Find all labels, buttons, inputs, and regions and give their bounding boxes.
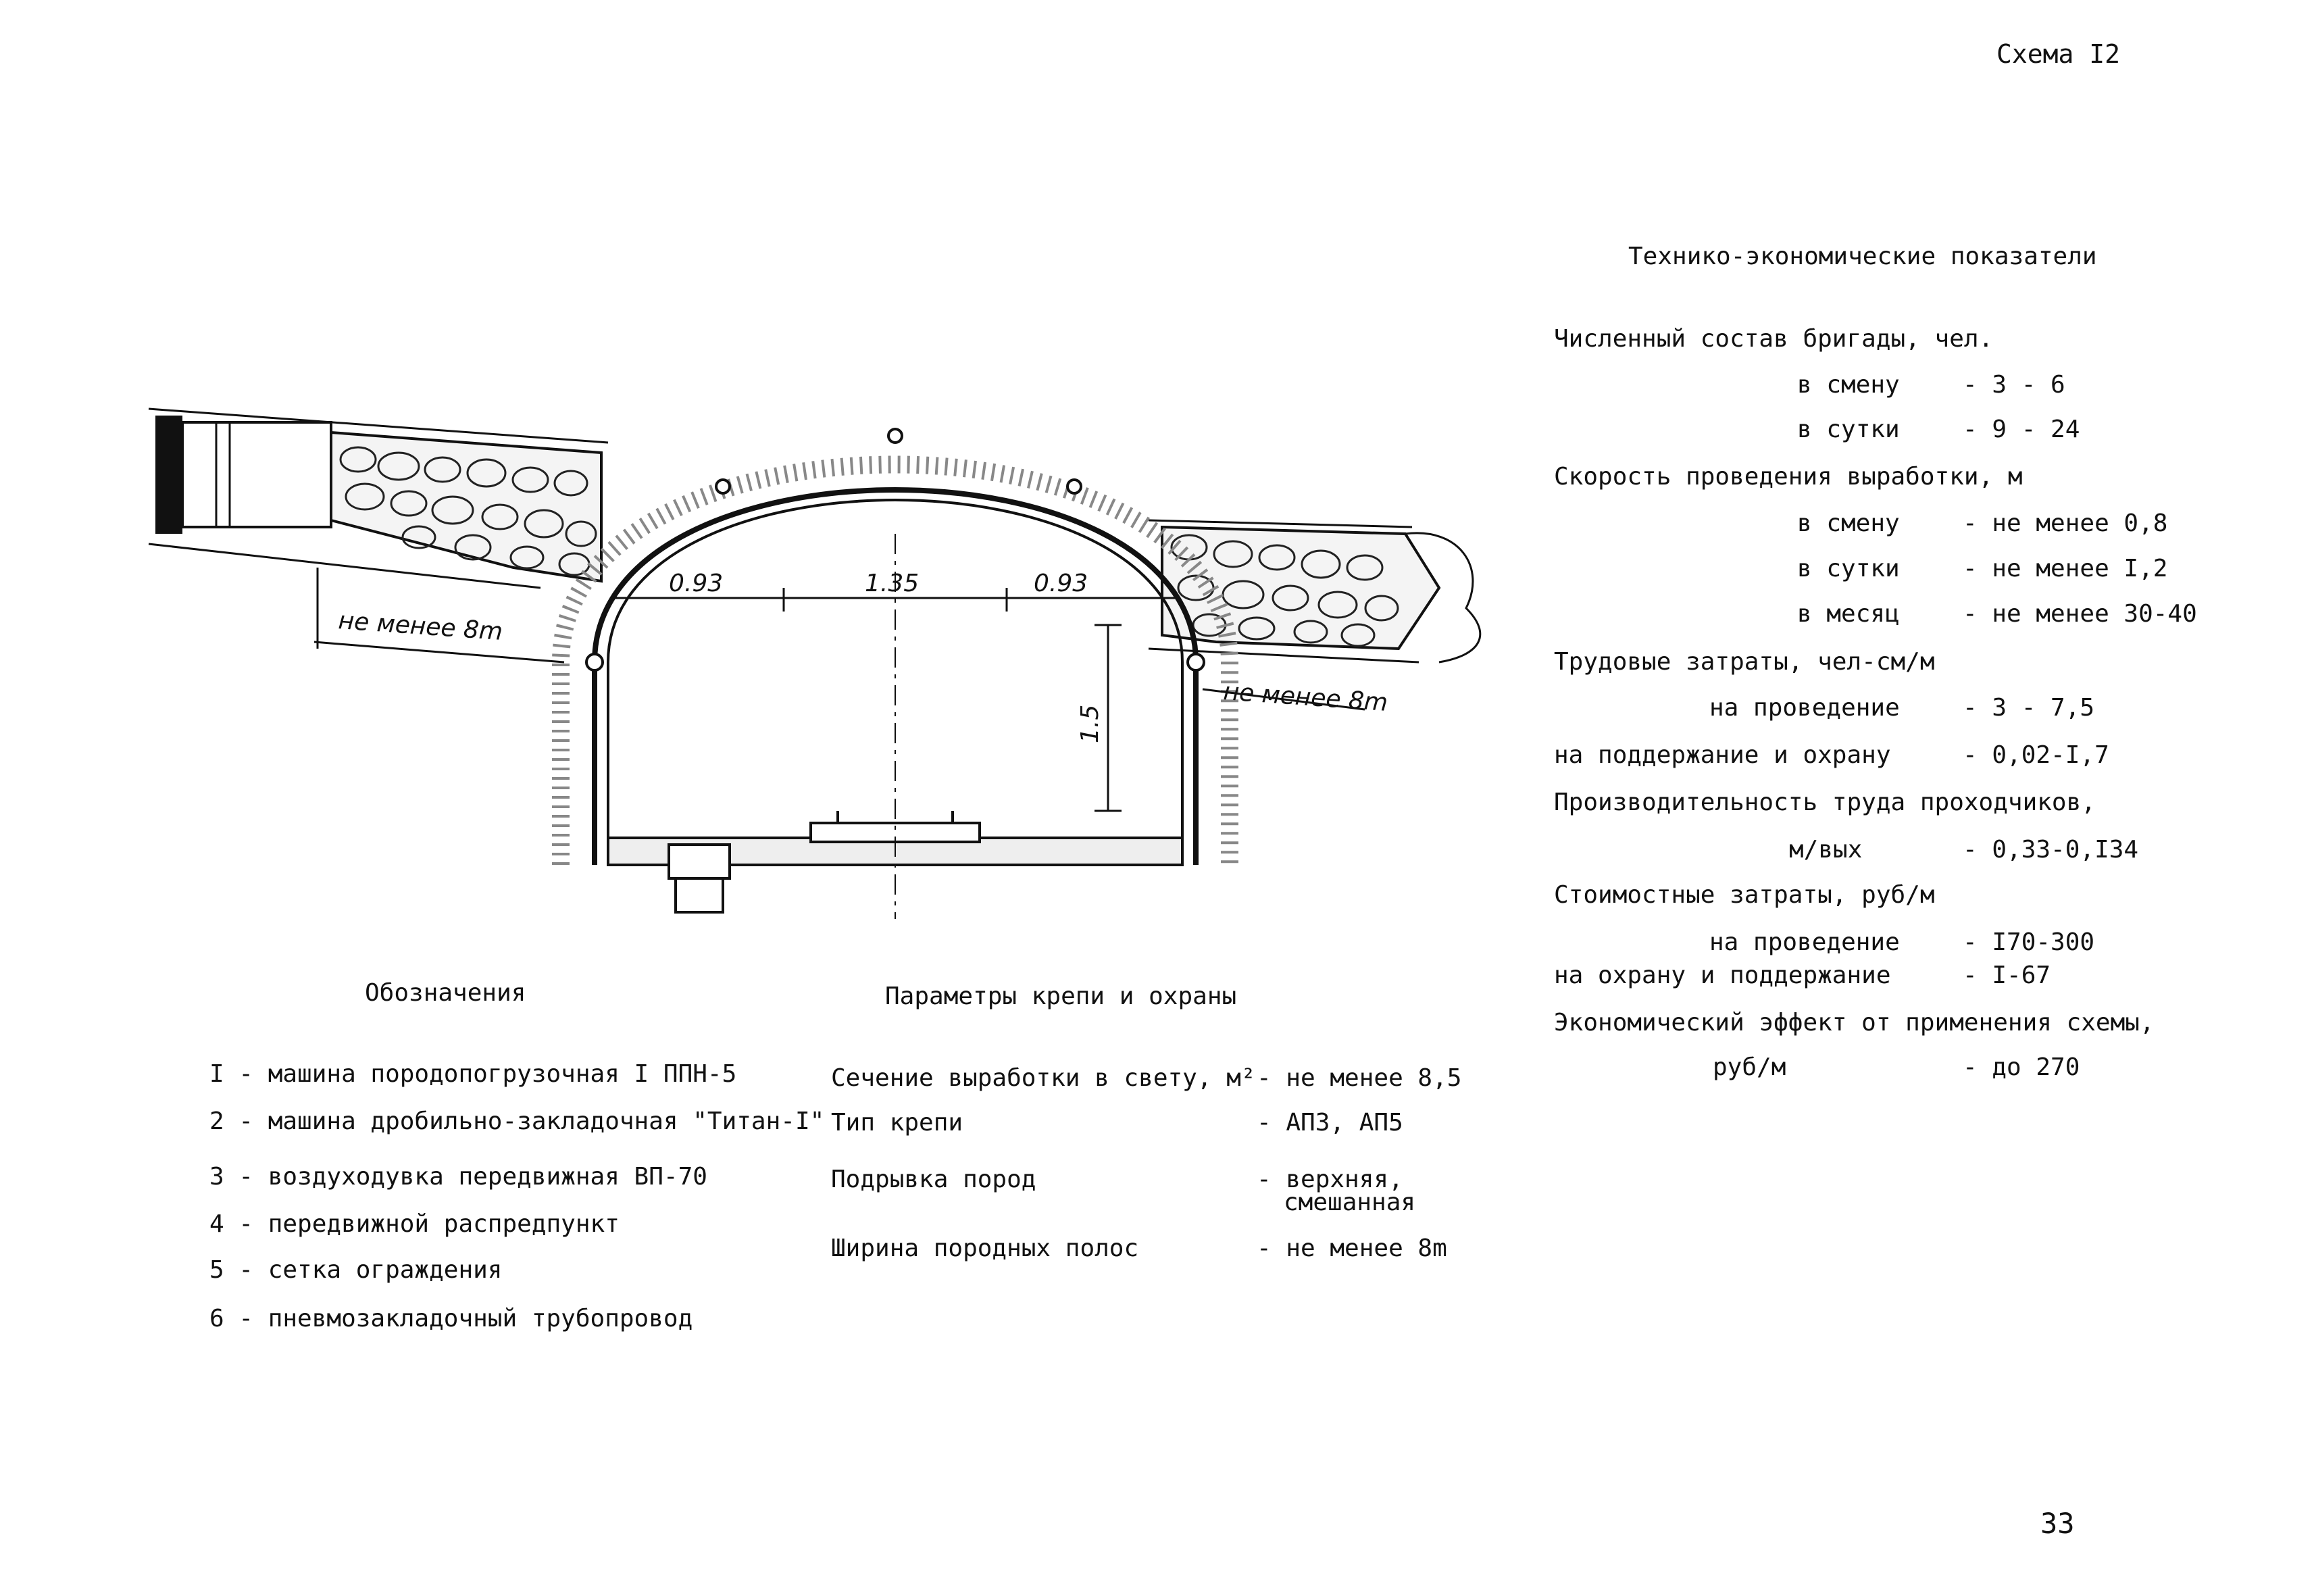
indicator-value: - I70-300 — [1963, 928, 2095, 956]
legend-item: 5 - сетка ограждения — [209, 1256, 503, 1284]
legend-item: 4 - передвижной распредпункт — [209, 1210, 620, 1238]
indicator-value: - не менее 0,8 — [1963, 509, 2168, 537]
arch-support — [552, 428, 1238, 865]
indicator-value: - 3 - 6 — [1963, 371, 2065, 399]
dim-left-label: 0.93 — [669, 570, 723, 597]
left-pack-strip — [148, 407, 609, 589]
indicator-label: Стоимостные затраты, руб/м — [1554, 881, 1935, 909]
indicator-label: Трудовые затраты, чел-см/м — [1554, 648, 1935, 676]
indicator-label: на охрану и поддержание — [1554, 962, 1891, 989]
indicator-label: руб/м — [1713, 1053, 1786, 1081]
param-label: Подрывка пород — [831, 1166, 1036, 1193]
dim-center-label: 1.35 — [865, 570, 919, 597]
right-pack-strip — [1148, 519, 1482, 664]
indicator-label: на поддержание и охрану — [1554, 741, 1891, 769]
indicator-label: на проведение — [1709, 694, 1900, 722]
strip-left-label: не менее 8m — [337, 607, 503, 646]
dim-right-label: 0.93 — [1034, 570, 1088, 597]
dim-height-label: 1.5 — [1076, 705, 1104, 743]
param-label: Сечение выработки в свету, м² — [831, 1064, 1256, 1092]
indicator-value: - 0,02-I,7 — [1963, 741, 2109, 769]
indicator-label: Производительность труда проходчиков, — [1554, 789, 2096, 816]
indicator-label: на проведение — [1709, 928, 1900, 956]
floor-track — [607, 534, 1184, 919]
param-value: - АПЗ, АП5 — [1257, 1109, 1403, 1137]
legend-item: I - машина породопогрузочная I ППН-5 — [209, 1060, 737, 1088]
param-value: - верхняя, — [1257, 1166, 1403, 1193]
legend-item: 3 - воздуходувка передвижная ВП-70 — [209, 1163, 707, 1191]
param-label: Ширина породных полос — [831, 1235, 1139, 1262]
indicator-label: Численный состав бригады, чел. — [1554, 325, 1994, 353]
indicator-value: - не менее I,2 — [1963, 555, 2168, 582]
legend-item: 6 - пневмозакладочный трубопровод — [209, 1305, 693, 1332]
strip-right-label: не менее 8m — [1222, 678, 1388, 717]
indicator-label: м/вых — [1789, 836, 1863, 864]
indicator-label: в смену — [1797, 509, 1900, 537]
indicators-title: Технико-экономические показатели — [1628, 243, 2097, 270]
dimension-lines — [313, 568, 1365, 812]
indicator-value: - до 270 — [1963, 1053, 2080, 1081]
indicator-value: - 9 - 24 — [1963, 416, 2080, 443]
scheme-label: Схема I2 — [1996, 39, 2121, 69]
indicator-label: в смену — [1797, 371, 1900, 399]
indicator-value: - 0,33-0,I34 — [1963, 836, 2139, 864]
indicator-value: - I-67 — [1963, 962, 2051, 989]
param-value-continued: смешанная — [1284, 1189, 1416, 1216]
param-label: Тип крепи — [831, 1109, 963, 1137]
params-title: Параметры крепи и охраны — [885, 982, 1237, 1010]
indicator-label: в месяц — [1797, 600, 1900, 628]
indicator-label: в сутки — [1797, 555, 1900, 582]
mine-cross-section-diagram: 0.93 1.35 0.93 1.5 не менее 8m не менее … — [148, 407, 1482, 919]
indicator-value: - не менее 30-40 — [1963, 600, 2197, 628]
legend-item: 2 - машина дробильно-закладочная "Титан-… — [209, 1107, 825, 1135]
page-number: 33 — [2040, 1507, 2075, 1540]
indicator-label: в сутки — [1797, 416, 1900, 443]
param-value: - не менее 8,5 — [1257, 1064, 1462, 1092]
indicator-value: - 3 - 7,5 — [1963, 694, 2095, 722]
legend-title: Обозначения — [365, 979, 526, 1007]
indicator-label: Скорость проведения выработки, м — [1554, 463, 2023, 491]
indicator-label: Экономический эффект от применения схемы… — [1554, 1009, 2155, 1037]
param-value: - не менее 8m — [1257, 1235, 1447, 1262]
